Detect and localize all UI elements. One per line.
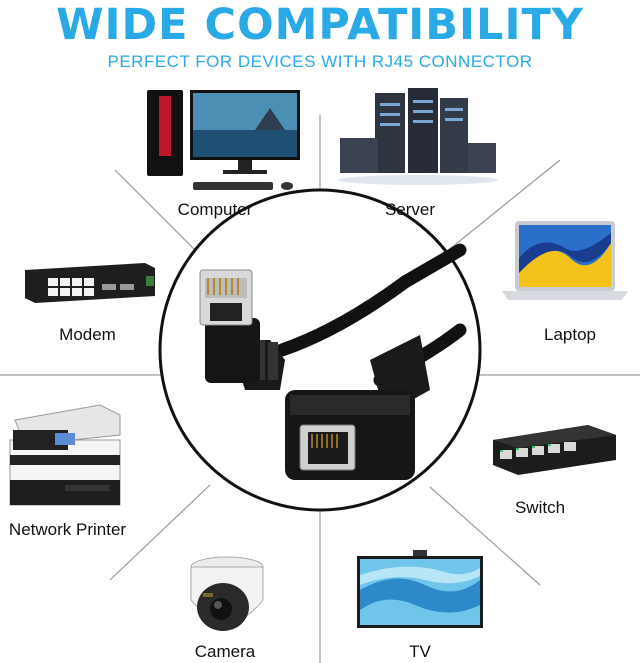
- network-printer-image: [9, 404, 121, 506]
- rj45-extension-cable-image: [199, 243, 467, 480]
- server-image: [338, 88, 498, 185]
- device-label-modem: Modem: [59, 325, 116, 344]
- female-connector: [285, 335, 430, 480]
- camera-image: [190, 556, 264, 631]
- page-subtitle: PERFECT FOR DEVICES WITH RJ45 CONNECTOR: [107, 52, 533, 71]
- device-label-server: Server: [384, 200, 436, 219]
- page-title: WIDE COMPATIBILITY: [56, 0, 584, 50]
- device-label-tv: TV: [409, 642, 431, 661]
- divider-bottom-left: [109, 484, 211, 581]
- switch-image: [493, 425, 616, 475]
- device-label-computer: Computer: [177, 200, 253, 219]
- device-label-network-printer: Network Printer: [8, 520, 127, 539]
- device-label-laptop: Laptop: [544, 325, 596, 344]
- device-label-switch: Switch: [514, 498, 566, 517]
- laptop-image: [502, 221, 628, 300]
- computer-image: [147, 90, 300, 190]
- male-connector: [199, 269, 285, 390]
- device-label-camera: Camera: [194, 642, 256, 661]
- modem-image: [25, 263, 155, 303]
- divider-bottom-right: [429, 486, 541, 586]
- tv-image: [357, 550, 483, 628]
